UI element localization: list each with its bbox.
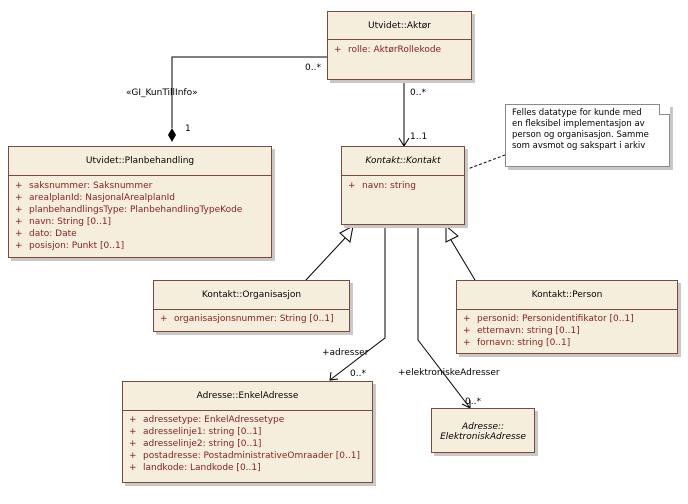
class-name: Adresse::EnkelAdresse [123,382,372,411]
multiplicity-label: 0..* [350,369,366,379]
composition-diamond [168,128,176,142]
class-name: Kontakt::Person [457,281,677,310]
attribute: +adresselinje1: string [0..1] [129,427,262,437]
attribute-list: +navn: string [342,176,464,192]
class-name: Utvidet::Aktør [328,12,471,40]
generalization-triangle [339,225,354,243]
class-aktor[interactable]: Utvidet::Aktør +rolle: AktørRollekode [327,11,472,80]
generalization-person [450,239,476,281]
association-elektroniske [417,225,471,409]
class-planbehandling[interactable]: Utvidet::Planbehandling +saksnummer: Sak… [8,146,272,258]
attribute: +fornavn: string [0..1] [463,338,571,348]
attribute-list: +organisasjonsnummer: String [0..1] [154,310,349,325]
class-name: Kontakt::Kontakt [342,147,464,176]
attribute: +postadresse: PostadministrativeOmraader… [129,451,360,461]
class-enkeladresse[interactable]: Adresse::EnkelAdresse +adressetype: Enke… [122,381,373,483]
attribute: +saksnummer: Saksnummer [15,181,153,191]
note-link [464,154,506,171]
attribute-list: +rolle: AktørRollekode [328,40,471,56]
generalization-triangle [445,224,459,243]
multiplicity-label: 1 [185,124,191,134]
attribute: +dato: Date [15,229,77,239]
attribute: +planbehandlingsType: PlanbehandlingType… [15,205,243,215]
attribute: +arealplanId: NasjonalArealplanId [15,193,175,203]
class-person[interactable]: Kontakt::Person +personid: Personidentif… [456,280,678,354]
association-adresser [329,225,386,381]
note-line: Felles datatype for kunde med [512,108,642,118]
attribute: +posisjon: Punkt [0..1] [15,241,125,251]
attribute: +etternavn: string [0..1] [463,326,580,336]
note-line: som avsmot og sakspart i arkiv [512,141,646,151]
attribute: +rolle: AktørRollekode [334,45,442,55]
generalization-organisasjon [305,235,348,281]
role-label: +elektroniskeAdresser [398,368,500,378]
class-name: Utvidet::Planbehandling [9,147,271,176]
attribute-list: +saksnummer: Saksnummer +arealplanId: Na… [9,176,271,252]
attribute: +adresselinje2: string [0..1] [129,439,262,449]
attribute: +navn: string [348,181,416,191]
class-name: Kontakt::Organisasjon [154,281,349,310]
role-label: +adresser [322,348,369,358]
note-line: person og organisasjon. Samme [512,130,649,140]
attribute: +personid: Personidentifikator [0..1] [463,314,634,324]
class-name-line: Adresse:: [461,421,505,432]
class-kontakt[interactable]: Kontakt::Kontakt +navn: string [341,146,465,225]
association-arrowhead [329,371,339,381]
stereotype-label: «GI_KunTillInfo» [126,88,198,98]
attribute-list: +adressetype: EnkelAdressetype +adressel… [123,411,372,474]
attribute: +landkode: Landkode [0..1] [129,463,261,473]
multiplicity-label: 0..* [465,397,481,407]
composition-line [171,56,327,128]
attribute-list: +personid: Personidentifikator [0..1] +e… [457,310,677,349]
multiplicity-label: 0..* [305,63,321,73]
class-organisasjon[interactable]: Kontakt::Organisasjon +organisasjonsnumm… [153,280,350,332]
class-elektroniskadresse[interactable]: Adresse:: ElektroniskAdresse [431,408,535,453]
class-name-line: ElektroniskAdresse [440,431,526,442]
class-name: Adresse:: ElektroniskAdresse [432,409,534,454]
attribute: +navn: String [0..1] [15,217,112,227]
note-line: en fleksibel implementasjon av [512,119,645,129]
note-fold [659,104,670,115]
attribute: +organisasjonsnummer: String [0..1] [160,314,334,324]
multiplicity-label: 0..* [410,88,426,98]
multiplicity-label: 1..1 [410,132,428,142]
attribute: +adressetype: EnkelAdressetype [129,415,285,425]
note[interactable]: Felles datatype for kunde med en fleksib… [505,104,670,167]
